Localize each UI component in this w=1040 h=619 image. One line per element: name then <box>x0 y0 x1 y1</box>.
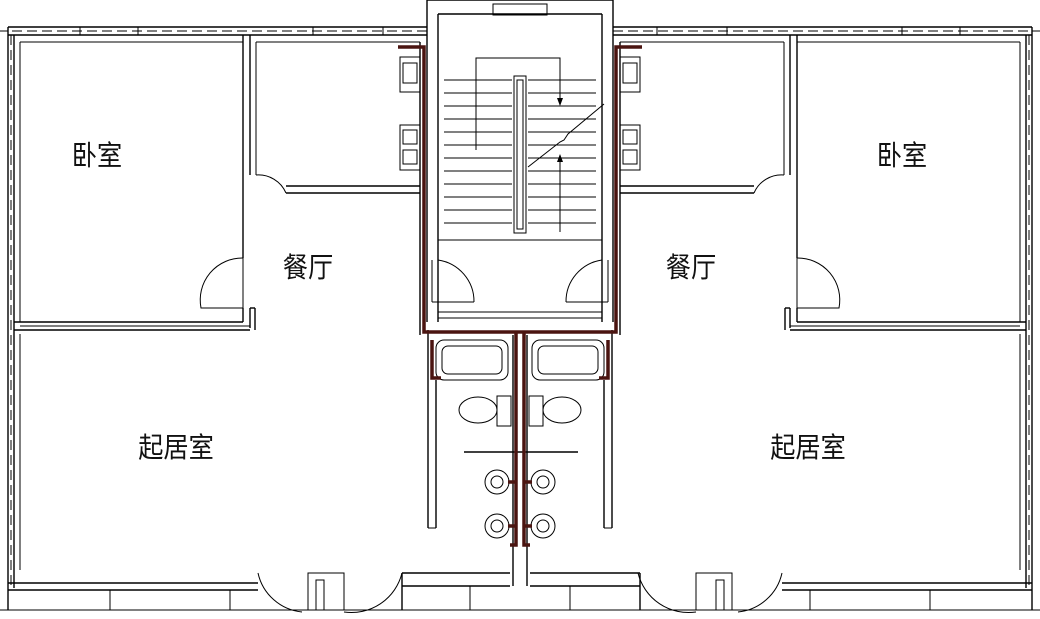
inner-walls-right <box>565 35 1026 614</box>
outer-walls <box>0 26 1040 611</box>
room-label-living-right: 起居室 <box>770 431 846 464</box>
fixtures <box>399 56 641 539</box>
stair-core <box>426 0 614 322</box>
room-label-living-left: 起居室 <box>138 431 214 464</box>
room-label-dining-right: 餐厅 <box>665 251 717 284</box>
room-label-bedroom-left: 卧室 <box>71 139 123 172</box>
top-windows <box>79 3 961 36</box>
room-label-bedroom-right: 卧室 <box>876 139 928 172</box>
pipes <box>398 45 642 547</box>
room-label-dining-left: 餐厅 <box>282 251 334 284</box>
